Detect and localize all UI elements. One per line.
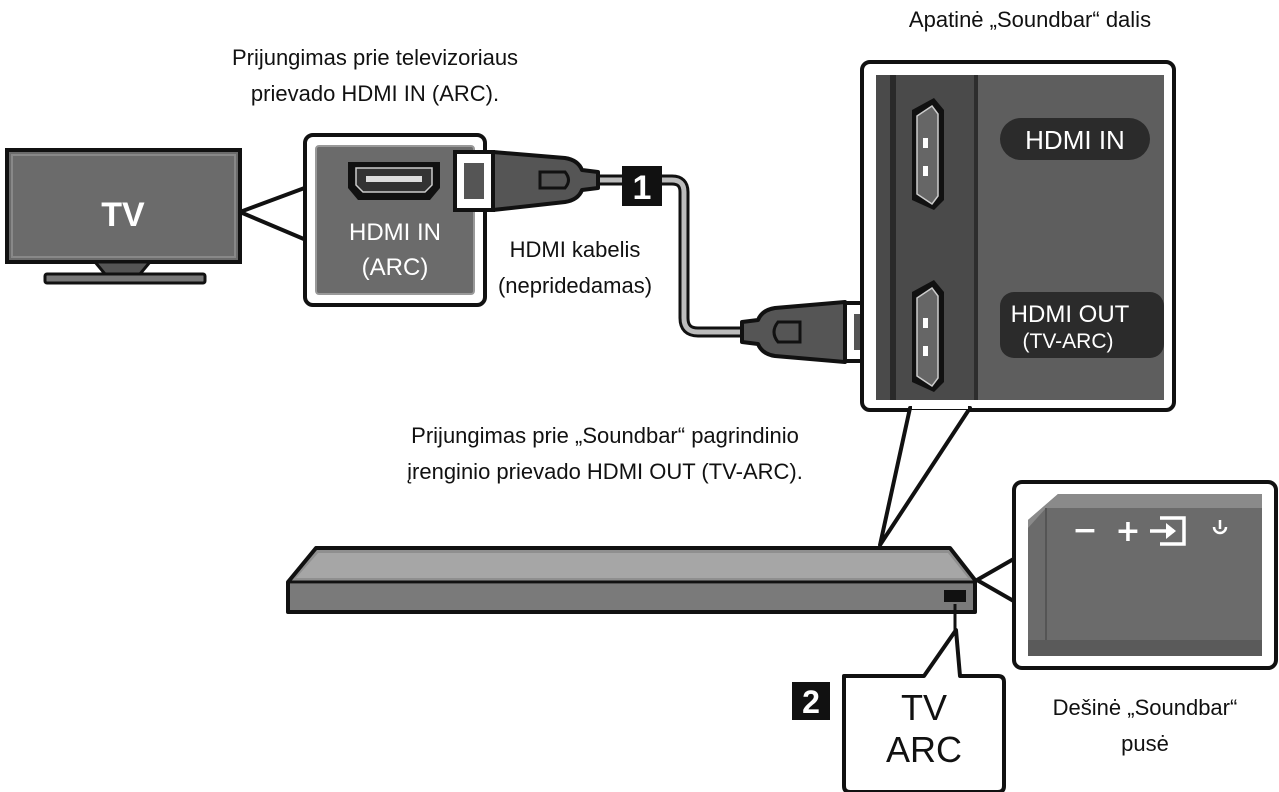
step-2-badge: 2 bbox=[792, 682, 830, 720]
soundbar-bottom-callout: HDMI IN HDMI OUT (TV-ARC) bbox=[860, 60, 1176, 412]
hdmi-plug-tv-side bbox=[453, 150, 600, 212]
tv-arc-display-line2: ARC bbox=[886, 729, 962, 770]
soundbar-connection-caption-line1: Prijungimas prie „Soundbar“ pagrindinio bbox=[411, 423, 799, 448]
tv-port-label-line1: HDMI IN bbox=[349, 219, 441, 246]
soundbar-connection-caption: Prijungimas prie „Soundbar“ pagrindinio … bbox=[345, 418, 865, 490]
step-1-number: 1 bbox=[633, 169, 652, 207]
tv-hdmi-port-callout: HDMI IN (ARC) bbox=[303, 133, 487, 307]
right-side-caption-line1: Dešinė „Soundbar“ bbox=[1052, 695, 1238, 720]
tv-illustration: TV bbox=[5, 148, 242, 285]
tv-port-label-line2: (ARC) bbox=[362, 254, 429, 281]
soundbar-hdmi-out-label: HDMI OUT bbox=[1011, 301, 1130, 328]
soundbar-bottom-callout-pointer bbox=[878, 406, 972, 547]
cable-caption-line1: HDMI kabelis bbox=[509, 237, 641, 262]
tv-connection-caption-line2: prievado HDMI IN (ARC). bbox=[250, 81, 500, 106]
power-icon bbox=[1212, 520, 1228, 535]
tv-label: TV bbox=[101, 196, 145, 234]
soundbar-side-panel-callout: − + bbox=[1012, 480, 1278, 670]
right-side-caption-line2: pusė bbox=[1121, 731, 1169, 756]
soundbar-main-unit bbox=[286, 546, 977, 614]
tv-arc-display-line1: TV bbox=[901, 687, 947, 728]
tv-arc-indicator-window bbox=[944, 590, 966, 602]
tv-connection-caption: Prijungimas prie televizoriaus prievado … bbox=[180, 40, 570, 112]
step-2-number: 2 bbox=[802, 684, 820, 720]
soundbar-hdmi-in-label: HDMI IN bbox=[1025, 125, 1125, 155]
tv-hdmi-port-icon bbox=[348, 162, 440, 200]
soundbar-connection-caption-line2: įrenginio prievado HDMI OUT (TV-ARC). bbox=[407, 459, 803, 484]
cable-caption-line2: (nepridedamas) bbox=[497, 273, 653, 298]
right-side-caption: Dešinė „Soundbar“ pusė bbox=[1020, 690, 1270, 762]
soundbar-hdmi-in-port-icon bbox=[912, 98, 944, 210]
hdmi-cable bbox=[589, 174, 751, 338]
tv-connection-caption-line1: Prijungimas prie televizoriaus bbox=[231, 45, 519, 70]
soundbar-hdmi-out-port-icon bbox=[912, 280, 944, 392]
cable-caption: HDMI kabelis (nepridedamas) bbox=[475, 232, 675, 304]
step-1-badge: 1 bbox=[622, 166, 662, 207]
soundbar-bottom-caption-text: Apatinė „Soundbar“ dalis bbox=[908, 7, 1152, 32]
tv-arc-callout: TV ARC bbox=[842, 628, 1006, 792]
soundbar-bottom-caption: Apatinė „Soundbar“ dalis bbox=[860, 2, 1200, 38]
volume-up-icon: + bbox=[1115, 514, 1140, 549]
volume-down-icon: − bbox=[1072, 513, 1097, 548]
soundbar-hdmi-out-sublabel: (TV-ARC) bbox=[1023, 330, 1114, 353]
source-input-icon bbox=[1150, 516, 1186, 546]
